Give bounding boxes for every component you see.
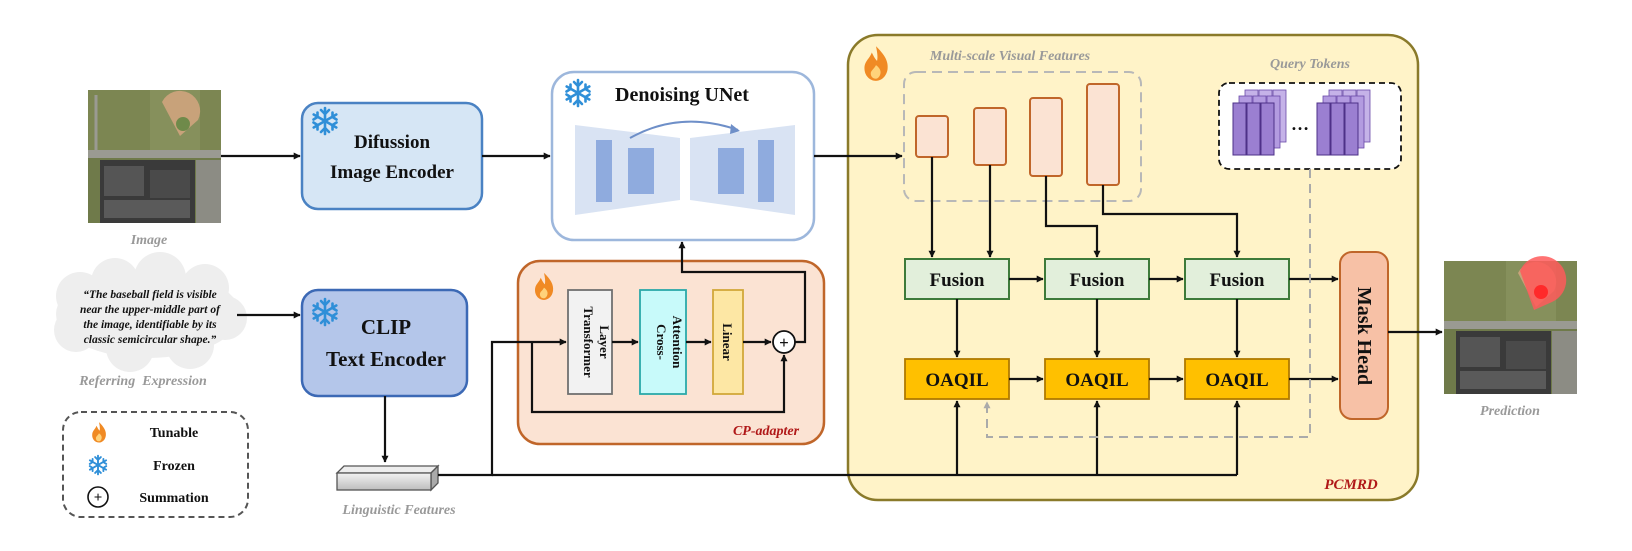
cp-adapter-label: CP-adapter (733, 424, 800, 439)
mask-head-label: Mask Head (1353, 287, 1375, 385)
frozen-snowflake-icon (88, 454, 108, 476)
transformer-line-2: Layer (597, 325, 612, 358)
transformer-line-1: Transformer (581, 306, 596, 377)
image-caption: Image (130, 233, 168, 248)
adapter-sum-symbol: + (779, 333, 789, 352)
query-tokens-label: Query Tokens (1270, 57, 1351, 72)
mask-head (1339, 251, 1389, 420)
visual-feature-scale-1 (915, 115, 949, 158)
text-encoder-line-2: Text Encoder (326, 347, 446, 371)
query-tokens-dots: … (1291, 114, 1309, 134)
arrow-scale3-to-fusion2 (1044, 176, 1101, 258)
legend-box (62, 411, 249, 518)
query-token-stack-left (1232, 89, 1287, 156)
referring-expression-cloud (54, 252, 247, 372)
query-token-stack-right (1316, 89, 1371, 156)
fusion-label-3: Fusion (1210, 270, 1265, 291)
denoising-unet-label: Denoising UNet (615, 84, 749, 106)
referring-expression-line-3: the image, identifiable by its (83, 319, 217, 331)
tunable-flame-icon (92, 422, 106, 443)
oaqil-label-2: OAQIL (1065, 370, 1128, 391)
legend-sum-symbol: + (94, 490, 103, 506)
image-encoder-line-1: Difussion (354, 132, 430, 153)
fusion-label-1: Fusion (930, 270, 985, 291)
pcmrd-label: PCMRD (1324, 477, 1378, 493)
arrow-sum-to-unet (678, 241, 807, 344)
clip-text-encoder (300, 288, 469, 398)
adapter-residual (530, 342, 788, 414)
visual-feature-scale-3 (1029, 97, 1063, 177)
summation-icon (87, 486, 109, 508)
text-encoder-line-1: CLIP (361, 315, 411, 339)
cross-attention-line-1: Cross- (654, 324, 669, 360)
legend-summation: Summation (139, 491, 208, 506)
linguistic-features-slab (335, 464, 440, 492)
referring-expression-line-1: “The baseball field is visible (83, 289, 217, 301)
referring-expression-caption: Referring Expression (78, 374, 207, 389)
legend-frozen: Frozen (153, 459, 195, 474)
visual-features-label: Multi-scale Visual Features (929, 49, 1091, 64)
fusion-block-2 (1044, 258, 1150, 300)
cross-attention (639, 289, 687, 395)
oaqil-block-3 (1184, 358, 1290, 400)
legend-tunable: Tunable (150, 426, 199, 441)
oaqil-block-2 (1044, 358, 1150, 400)
unet-shape (575, 120, 795, 215)
visual-feature-scale-2 (973, 107, 1007, 166)
oaqil-label-1: OAQIL (925, 370, 988, 391)
oaqil-label-3: OAQIL (1205, 370, 1268, 391)
fusion-block-1 (904, 258, 1010, 300)
referring-expression-line-2: near the upper-middle part of (80, 304, 221, 316)
image-encoder-line-2: Image Encoder (330, 162, 455, 183)
visual-feature-scale-4 (1086, 83, 1120, 186)
input-aerial-image (88, 90, 221, 223)
referring-expression-line-4: classic semicircular shape.” (84, 334, 217, 346)
transformer-layer (567, 289, 613, 395)
prediction-image (1444, 256, 1577, 394)
linear-label: Linear (720, 323, 735, 361)
linear-layer (712, 289, 744, 395)
query-tokens-feedback-path (983, 169, 1311, 438)
oaqil-block-1 (904, 358, 1010, 400)
arrow-features-to-adapter (438, 338, 567, 477)
fusion-label-2: Fusion (1070, 270, 1125, 291)
connectors (221, 152, 1443, 477)
linguistic-features-caption: Linguistic Features (341, 503, 456, 518)
cross-attention-line-2: Attention (670, 316, 685, 369)
prediction-caption: Prediction (1480, 404, 1540, 419)
arrow-scale4-to-fusion3 (1101, 185, 1241, 258)
